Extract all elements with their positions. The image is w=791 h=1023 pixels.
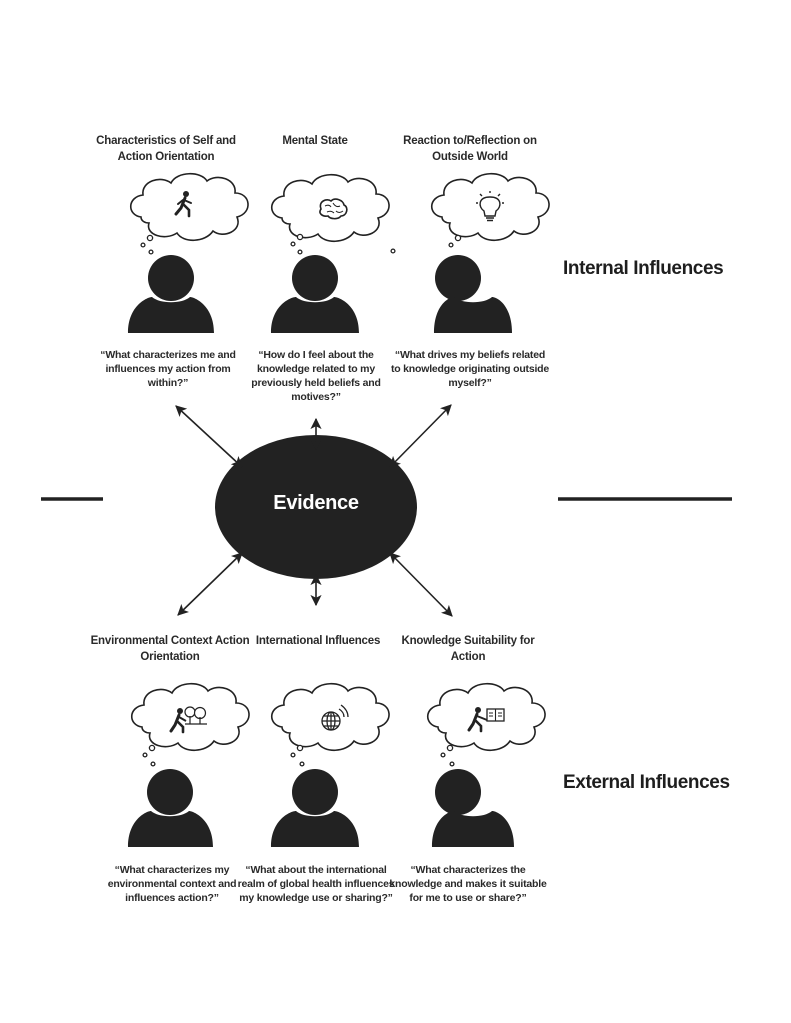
arrow-top-left (175, 405, 243, 468)
heading-international-influences: International Influences (255, 635, 381, 647)
thought-bubbles-international (290, 744, 305, 767)
heading-knowledge-suitability: Knowledge Suitability for Action (401, 635, 535, 663)
person-silhouette-mental (271, 255, 359, 333)
quote-reaction-outside-world: “What drives my beliefs related to knowl… (390, 349, 550, 389)
arrow-bottom-right (389, 552, 453, 617)
arrow-top-right (389, 404, 452, 468)
quote-international-influences: “What about the international realm of g… (237, 864, 395, 904)
running-person-icon (174, 191, 192, 218)
person-silhouette-reaction (434, 255, 512, 333)
heading-environmental-context: Environmental Context Action Orientation (90, 635, 250, 663)
heading-self-characteristics: Characteristics of Self and Action Orien… (96, 135, 236, 163)
quote-self-characteristics: “What characterizes me and influences my… (100, 349, 236, 389)
brain-icon (319, 198, 348, 220)
lightbulb-icon (476, 191, 504, 222)
quote-knowledge-suitability: “What characterizes the knowledge and ma… (389, 864, 547, 904)
thought-bubbles-mental (290, 233, 396, 255)
arrow-bottom-left (177, 552, 243, 616)
evidence-label: Evidence (273, 492, 359, 514)
person-board-icon (467, 707, 505, 733)
arrows (175, 404, 453, 617)
person-trees-icon (169, 706, 207, 734)
thought-cloud-self (129, 172, 249, 242)
person-silhouette-international (271, 769, 359, 847)
quote-environmental-context: “What characterizes my environmental con… (107, 864, 237, 904)
evidence-ellipse (215, 435, 417, 579)
heading-mental-state: Mental State (282, 135, 348, 147)
thought-bubbles-suitability (440, 744, 455, 767)
heading-reaction-outside-world: Reaction to/Reflection on Outside World (403, 135, 537, 163)
person-silhouette-self (128, 255, 214, 333)
thought-bubbles-environment (142, 744, 156, 767)
thought-bubbles-reaction (448, 234, 462, 248)
external-influences-label: External Influences (563, 772, 730, 793)
quote-mental-state: “How do I feel about the knowledge relat… (251, 349, 381, 403)
person-silhouette-environment (128, 769, 213, 847)
thought-bubbles-self (140, 234, 154, 255)
globe-signal-icon (321, 704, 349, 731)
internal-influences-label: Internal Influences (563, 258, 724, 279)
person-silhouette-suitability (432, 769, 514, 847)
